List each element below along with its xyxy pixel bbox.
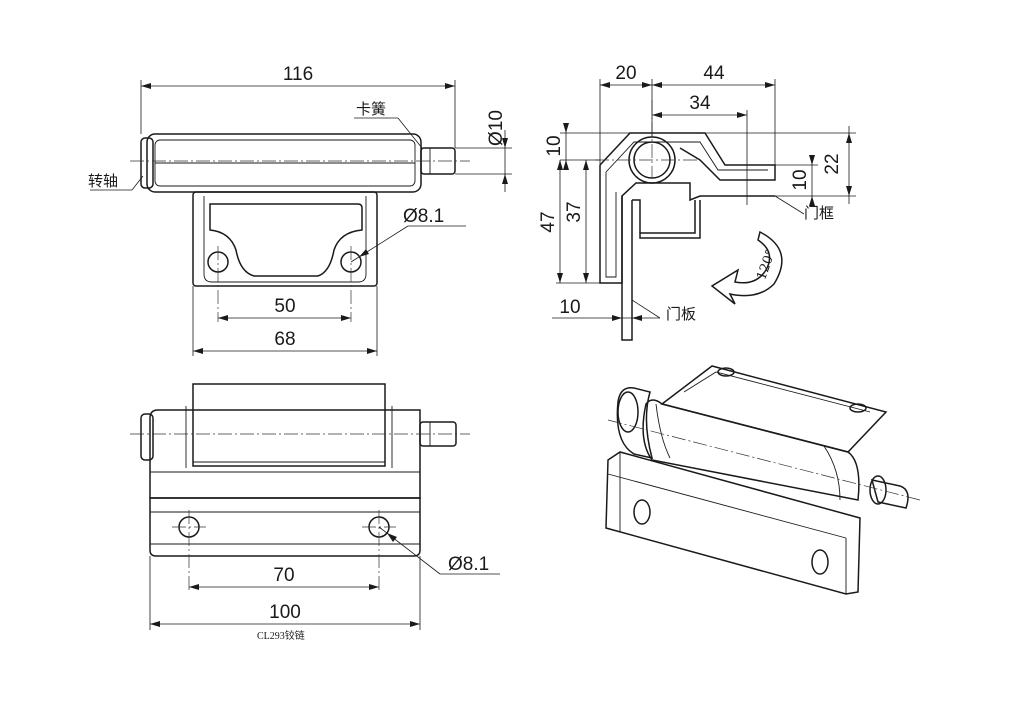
isometric-view [605,365,921,595]
dim-37-label: 37 [564,201,585,222]
door-frame-text: 门框 [804,204,834,222]
dim-hole-top: Ø8.1 [350,206,466,263]
iso-hole-right [811,549,829,575]
spring-clip-text: 卡簧 [356,100,386,118]
dim-pin-diameter-label: Ø10 [486,110,507,146]
dim-100-label: 100 [269,602,301,623]
label-pivot-shaft: 转轴 [88,172,144,191]
dim-side-47: 47 [538,160,600,284]
dim-70-label: 70 [273,565,294,586]
dim-top-length: 116 [140,64,456,148]
dim-side-10-bottom: 10 [552,297,660,321]
dim-side-34: 34 [652,93,748,205]
label-door-panel: 门板 [631,299,696,323]
dim-34-label: 34 [689,93,711,114]
dim-side-37: 37 [564,160,589,283]
dim-10-bottom-label: 10 [559,297,580,318]
front-view [130,383,470,592]
label-door-frame: 门框 [774,195,834,222]
side-view [595,100,776,341]
dim-side-10-top: 10 [544,123,632,170]
dim-10-top-label: 10 [544,135,565,156]
dim-116-label: 116 [283,64,313,85]
dim-68-label: 68 [274,329,295,350]
dim-base-width-top: 68 [192,286,378,356]
pivot-shaft-text: 转轴 [88,172,118,190]
label-spring-clip: 卡簧 [354,100,423,149]
dim-hole-spacing-top: 50 [218,296,351,321]
dim-pin-diameter: Ø10 [455,110,512,192]
rotation-arrow: 120° [710,230,783,305]
dim-hole-top-label: Ø8.1 [403,206,444,227]
dim-47-label: 47 [538,211,559,232]
door-panel-text: 门板 [666,305,696,323]
iso-hole-left [633,499,651,525]
top-view [130,133,470,322]
dim-44-label: 44 [703,63,725,84]
dim-22-label: 22 [822,153,843,174]
drawing-caption: CL293铰链 [257,629,305,642]
dim-hole-spacing-front: 70 [189,565,379,590]
dim-overall-width-front: 100 [149,556,421,630]
dim-hole-front: Ø8.1 [378,526,500,575]
dim-side-top: 20 44 [599,63,776,165]
dim-side-right: 22 10 [700,126,856,206]
dim-20-label: 20 [615,63,636,84]
dim-50-label: 50 [274,296,295,317]
dim-10-right-label: 10 [790,169,811,190]
dim-hole-front-label: Ø8.1 [448,554,489,575]
